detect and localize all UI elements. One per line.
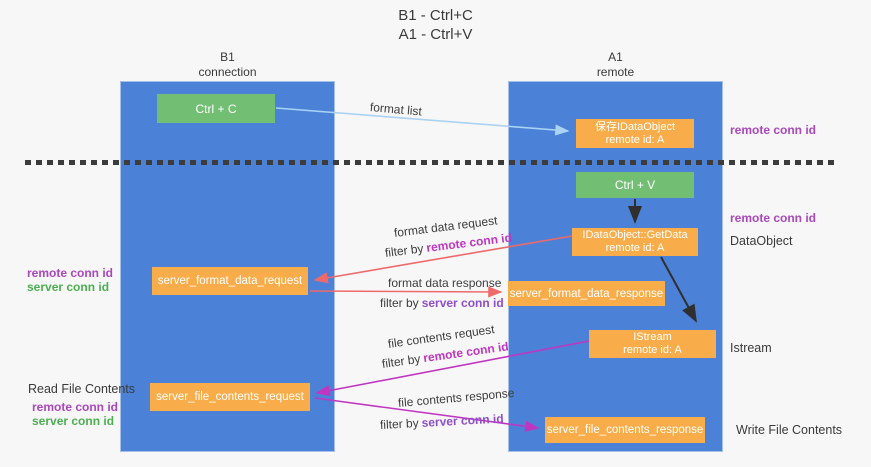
title-line-1: B1 - Ctrl+C (398, 7, 473, 24)
format-request-label: server_format_data_request (157, 275, 303, 287)
remote-conn-id-label-left-1: remote conn id (27, 266, 114, 280)
box-save-idataobject: 保存IDataObject remote id: A (576, 119, 694, 148)
arrow-format-data-response (309, 286, 503, 298)
file-response-label: server_file_contents_response (546, 424, 704, 436)
write-file-contents-label: Write File Contents (736, 423, 843, 437)
lane-a1-title: A1 (608, 50, 623, 64)
format-data-response-label: format data response (388, 276, 502, 290)
format-response-label: server_format_data_response (509, 287, 664, 300)
format-list-label: format list (369, 100, 423, 119)
dataobject-label: DataObject (730, 234, 793, 248)
remote-conn-id-label-mid-right: remote conn id (730, 211, 817, 225)
ctrl-v-label: Ctrl + V (614, 178, 656, 192)
istream-side-label: Istream (730, 341, 772, 355)
filter-by-text: filter by (384, 241, 425, 260)
ctrl-c-label: Ctrl + C (195, 101, 237, 116)
istream-line1: IStream (633, 331, 672, 343)
lane-a1-subtitle: remote (596, 65, 635, 79)
save-idataobject-line2: remote id: A (605, 133, 665, 146)
istream-line2: remote id: A (623, 344, 682, 356)
file-request-label: server_file_contents_request (156, 391, 304, 403)
box-ctrl-v: Ctrl + V (576, 172, 694, 198)
box-istream: IStream remote id: A (589, 330, 716, 358)
server-conn-id-label-left-2: server conn id (32, 414, 115, 428)
lane-header-a1: A1 remote (508, 50, 723, 80)
server-conn-id-filter-text: server conn id (421, 411, 504, 430)
box-idataobject-getdata: IDataObject::GetData remote id: A (572, 228, 698, 256)
box-server-file-contents-response: server_file_contents_response (545, 417, 705, 443)
dashed-separator (25, 160, 837, 165)
remote-conn-id-label-top-right: remote conn id (730, 123, 817, 137)
box-server-file-contents-request: server_file_contents_request (150, 383, 310, 411)
title-line-2: A1 - Ctrl+V (398, 26, 473, 43)
filter-by-text: filter by (381, 351, 422, 371)
diagram-title: B1 - Ctrl+C A1 - Ctrl+V (0, 6, 871, 44)
getdata-line2: remote id: A (605, 242, 665, 254)
lane-header-b1: B1 connection (120, 50, 335, 80)
box-ctrl-c: Ctrl + C (157, 94, 275, 123)
lane-b1-subtitle: connection (198, 65, 257, 79)
filter-by-text: filter by (379, 415, 420, 432)
remote-conn-id-label-left-2: remote conn id (32, 400, 119, 414)
box-server-format-data-request: server_format_data_request (152, 267, 308, 295)
file-contents-response-label: file contents response (397, 385, 515, 410)
read-file-contents-label: Read File Contents (28, 382, 136, 396)
box-server-format-data-response: server_format_data_response (508, 281, 665, 306)
save-idataobject-line1: 保存IDataObject (594, 120, 676, 133)
server-conn-id-filter-text: server conn id (421, 296, 504, 310)
server-conn-id-label-left-1: server conn id (27, 280, 110, 294)
getdata-line1: IDataObject::GetData (582, 229, 688, 241)
lane-b1-title: B1 (220, 50, 235, 64)
filter-by-text: filter by (380, 296, 419, 310)
